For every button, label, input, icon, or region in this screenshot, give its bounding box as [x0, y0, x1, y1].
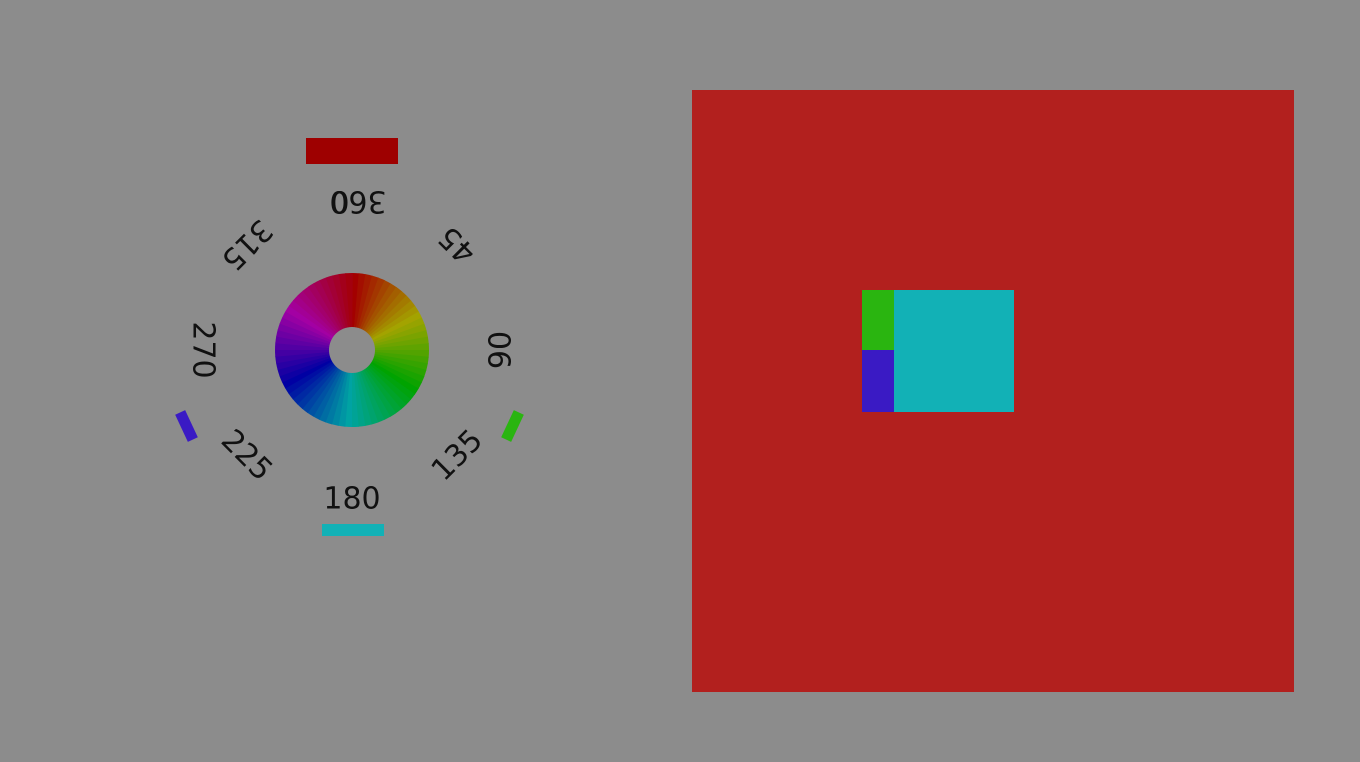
angle-label-315: 315	[214, 212, 279, 277]
color-panel	[692, 90, 1294, 692]
angle-label-45: 45	[431, 219, 483, 271]
red-marker	[306, 138, 398, 164]
cyan-block	[894, 290, 1014, 412]
blue-block	[862, 350, 894, 412]
blue-marker	[175, 410, 198, 442]
hue-wheel-hole	[329, 327, 375, 373]
green-block	[862, 290, 894, 350]
angle-label-0: 0	[330, 184, 349, 219]
angle-label-270: 270	[186, 321, 221, 378]
hue-markers	[175, 138, 524, 536]
hue-wheel-figure: 0 45 90 135 180 225 270 315 360	[175, 138, 524, 536]
angle-label-360: 360	[329, 184, 386, 219]
angle-label-180: 180	[323, 482, 380, 517]
angle-label-90: 90	[484, 331, 519, 369]
angle-labels: 0 45 90 135 180 225 270 315 360	[186, 184, 519, 517]
green-marker	[501, 410, 524, 442]
cyan-marker	[322, 524, 384, 536]
angle-label-135: 135	[425, 423, 490, 488]
angle-label-225: 225	[214, 423, 279, 488]
